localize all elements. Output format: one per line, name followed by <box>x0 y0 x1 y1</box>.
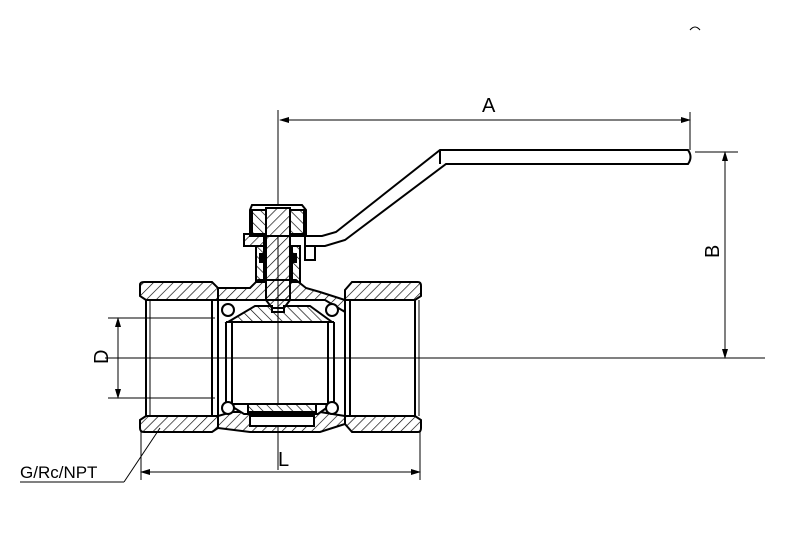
seal-rings <box>221 303 339 415</box>
dimension-b-label: B <box>702 245 724 258</box>
lever-handle <box>243 149 692 261</box>
dimension-d-label: D <box>91 350 113 364</box>
dimension-l-label: L <box>278 449 289 471</box>
valve-body <box>139 279 422 433</box>
thread-type-label: G/Rc/NPT <box>20 463 97 482</box>
dimension-a-label: A <box>482 95 496 117</box>
dimension-d <box>108 317 215 399</box>
stray-mark <box>689 26 701 31</box>
dimension-b <box>695 151 738 359</box>
dimension-a <box>279 112 691 150</box>
thread-leader <box>20 427 161 483</box>
